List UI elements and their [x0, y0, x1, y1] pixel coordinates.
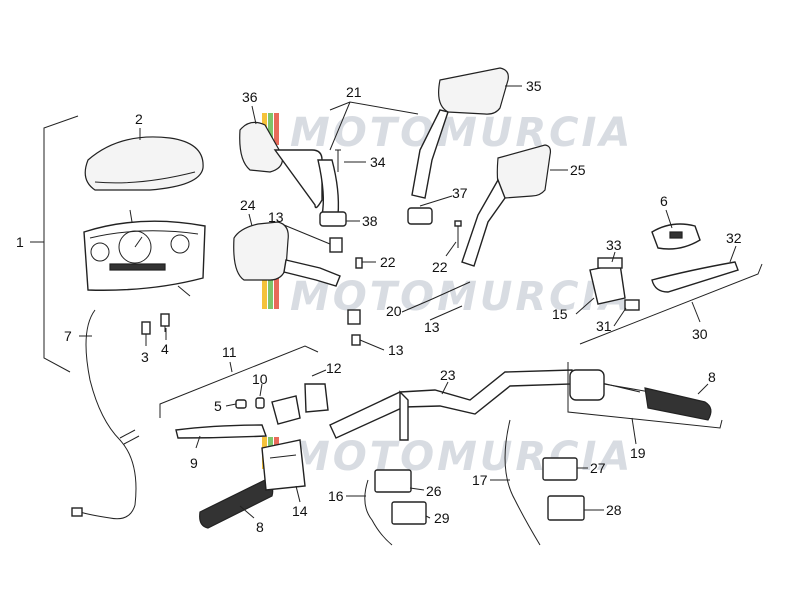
instrument-cluster — [83, 209, 206, 297]
brake-lever-32 — [651, 261, 739, 293]
instrument-cover — [84, 136, 204, 191]
callout-12: 12 — [326, 360, 342, 376]
speedometer-cable — [71, 309, 140, 520]
cable-16 — [364, 479, 393, 546]
throttle-grip-19 — [569, 369, 651, 401]
callout-22-left: 22 — [380, 254, 396, 270]
callout-38: 38 — [362, 213, 378, 229]
lever-bracket-12 — [271, 383, 329, 425]
svg-text:MOTOMURCIA: MOTOMURCIA — [290, 434, 633, 480]
callout-37: 37 — [452, 185, 468, 201]
callout-15: 15 — [552, 306, 568, 322]
mirror-35 — [411, 67, 509, 199]
callout-9: 9 — [190, 455, 198, 471]
callout-26: 26 — [426, 483, 442, 499]
callout-23: 23 — [440, 367, 456, 383]
callout-13-top: 13 — [268, 209, 284, 225]
callout-29: 29 — [434, 510, 450, 526]
callout-8-right: 8 — [708, 369, 716, 385]
callout-6: 6 — [660, 193, 668, 209]
callout-28: 28 — [606, 502, 622, 518]
switch-28 — [547, 495, 585, 521]
callout-27: 27 — [590, 460, 606, 476]
screws-5-10 — [235, 397, 265, 409]
callout-34: 34 — [370, 154, 386, 170]
leader-lines — [30, 85, 763, 519]
callout-10: 10 — [252, 371, 268, 387]
watermark-top: MOTOMURCIA — [262, 110, 633, 156]
callout-17: 17 — [472, 472, 488, 488]
callout-35: 35 — [526, 78, 542, 94]
callout-19: 19 — [630, 445, 646, 461]
callout-labels: 1 2 3 4 7 36 21 34 35 25 37 38 24 13 22 … — [16, 78, 742, 535]
callout-7: 7 — [64, 328, 72, 344]
screw-34 — [335, 149, 341, 172]
bulb-4 — [160, 313, 170, 332]
master-cylinder-15 — [589, 257, 626, 305]
callout-5: 5 — [214, 398, 222, 414]
svg-text:MOTOMURCIA: MOTOMURCIA — [290, 110, 633, 156]
mirror-25 — [461, 144, 552, 267]
watermark-middle: MOTOMURCIA — [262, 274, 633, 320]
callout-21: 21 — [346, 84, 362, 100]
callout-36: 36 — [242, 89, 258, 105]
callout-2: 2 — [135, 111, 143, 127]
switch-27 — [542, 457, 578, 481]
cable-17 — [504, 419, 541, 546]
callout-16: 16 — [328, 488, 344, 504]
callout-3: 3 — [141, 349, 149, 365]
bolt-22b — [454, 220, 462, 248]
bolt-22a — [355, 257, 363, 269]
mirror-24 — [233, 221, 341, 287]
callout-32: 32 — [726, 230, 742, 246]
callout-31: 31 — [596, 318, 612, 334]
callout-33: 33 — [606, 237, 622, 253]
nut-37 — [407, 207, 433, 225]
callout-22-right: 22 — [432, 259, 448, 275]
pivot-31 — [624, 299, 640, 311]
callout-13-bottom: 13 — [388, 342, 404, 358]
nut-38 — [319, 211, 347, 227]
callout-1: 1 — [16, 234, 24, 250]
left-lever-9 — [175, 424, 267, 439]
callout-20: 20 — [386, 303, 402, 319]
grip-8-right — [644, 387, 712, 421]
callout-30: 30 — [692, 326, 708, 342]
callout-13-center: 13 — [424, 319, 440, 335]
switch-26 — [374, 469, 412, 493]
left-switch-14 — [261, 439, 306, 491]
callout-4: 4 — [161, 341, 169, 357]
callout-11: 11 — [222, 344, 237, 360]
switch-29 — [391, 501, 427, 525]
svg-text:MOTOMURCIA: MOTOMURCIA — [290, 274, 633, 320]
callout-24: 24 — [240, 197, 256, 213]
reservoir-cover-6 — [651, 223, 701, 250]
callout-14: 14 — [292, 503, 308, 519]
callout-25: 25 — [570, 162, 586, 178]
callout-8-left: 8 — [256, 519, 264, 535]
